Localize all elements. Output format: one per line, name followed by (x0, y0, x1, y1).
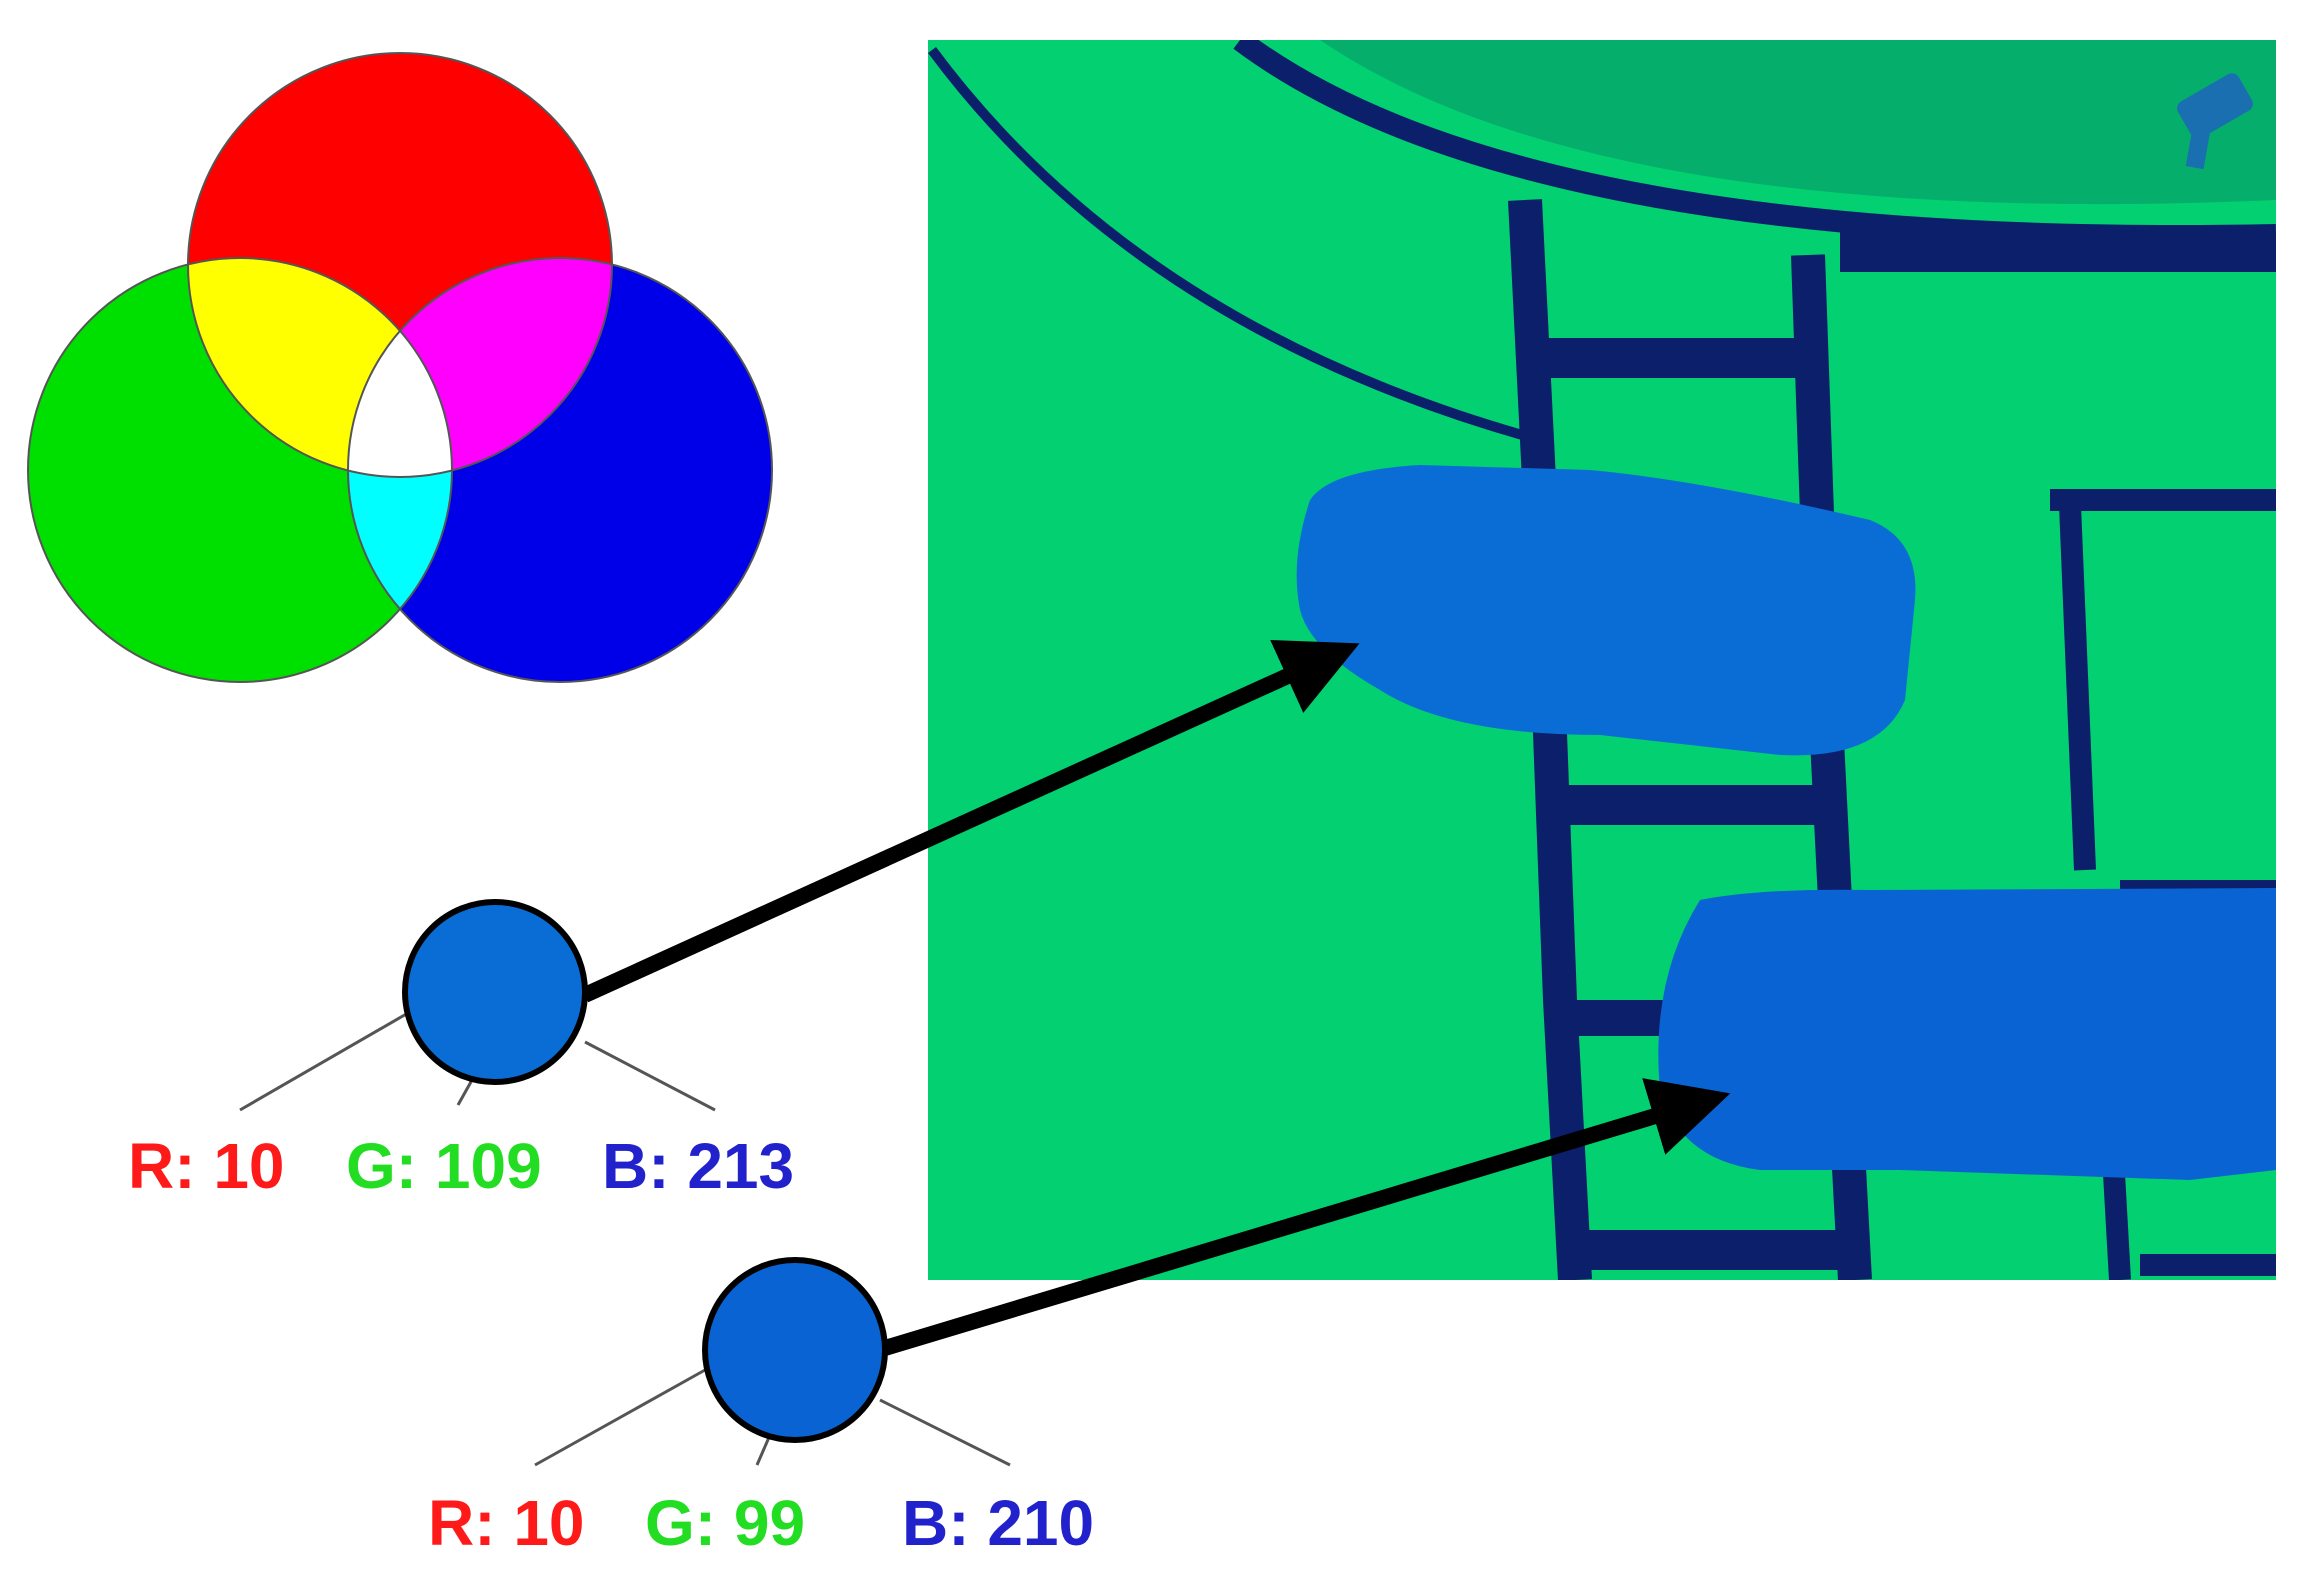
pen-icon (2177, 73, 2253, 170)
sample-1-branch-left (239, 1011, 409, 1112)
sample-2-swatch (702, 1257, 888, 1443)
color-sample-1: R: 10 G: 109 B: 213 (128, 640, 1360, 1202)
sample-1-branch-mid (456, 1079, 474, 1106)
sample-2-branch-mid (755, 1434, 772, 1466)
segmentation-image (928, 40, 2276, 1280)
sample-2-branch-right (879, 1398, 1011, 1467)
sample-1-branch-right (584, 1040, 716, 1112)
sample-2-arrow (882, 1078, 1731, 1356)
blue-blob-lower (1658, 888, 2276, 1180)
sample-1-arrow (581, 640, 1360, 1003)
sample-2-r-label: R: 10 (428, 1487, 585, 1559)
color-sample-2: R: 10 G: 99 B: 210 (428, 1078, 1731, 1559)
blue-blob-upper (1296, 465, 1916, 756)
sample-1-b-label: B: 213 (602, 1130, 794, 1202)
sample-1-g-label: G: 109 (346, 1130, 542, 1202)
sample-2-branch-left (534, 1368, 706, 1467)
sample-1-r-label: R: 10 (128, 1130, 285, 1202)
sample-1-swatch (402, 899, 588, 1085)
rgb-additive-venn-icon (27, 52, 773, 683)
sample-2-g-label: G: 99 (645, 1487, 805, 1559)
sample-2-b-label: B: 210 (902, 1487, 1094, 1559)
